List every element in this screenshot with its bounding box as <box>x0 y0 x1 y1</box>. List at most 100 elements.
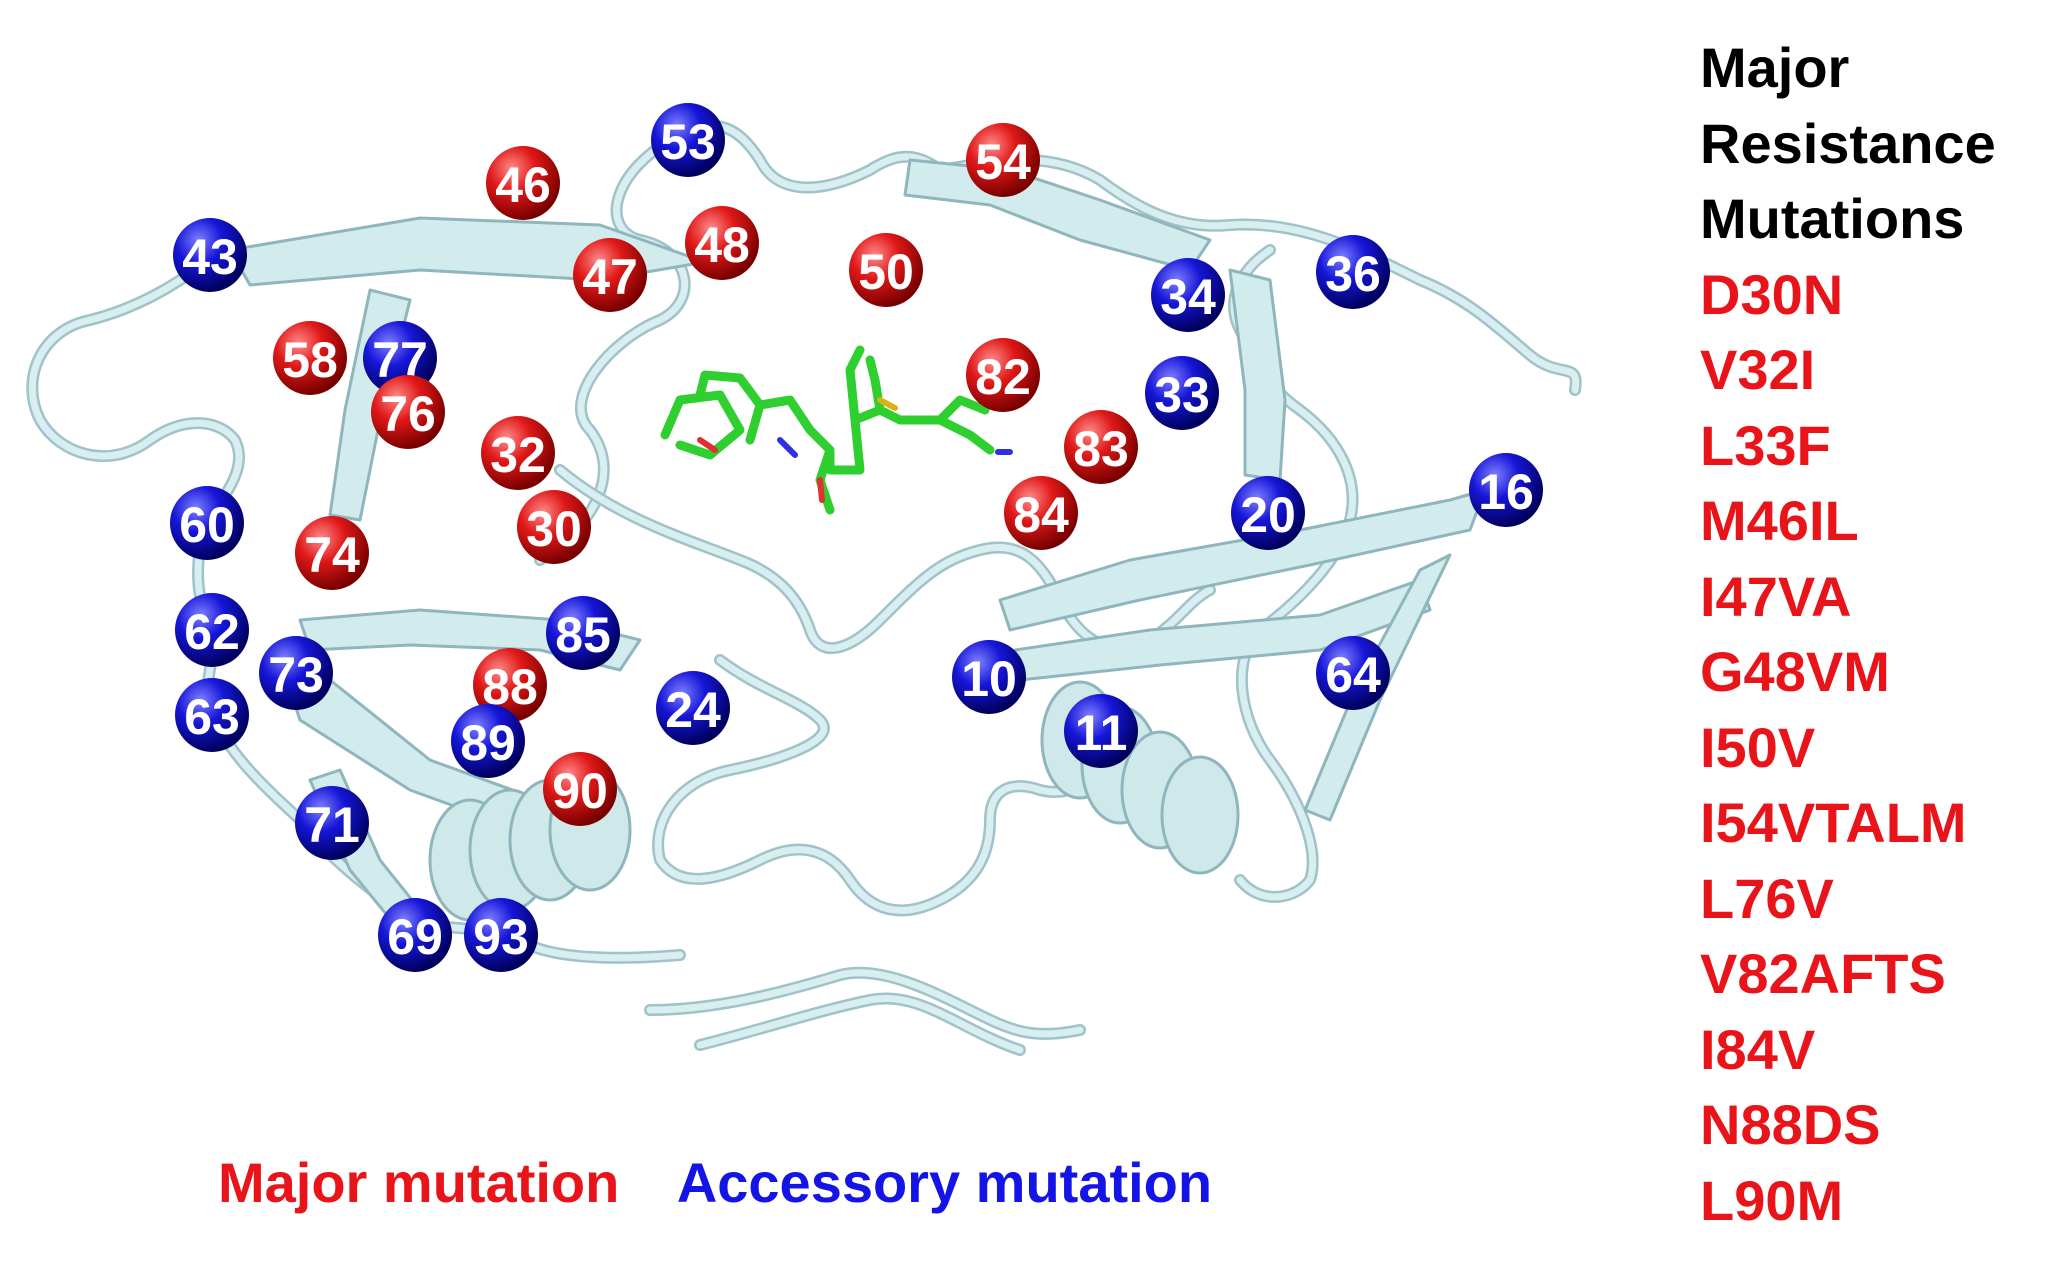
residue-sphere <box>363 321 437 395</box>
residue-number-label: 69 <box>387 909 443 965</box>
residue-number-label: 46 <box>495 157 551 213</box>
mutation-item: I47VA <box>1700 564 1852 628</box>
residue-43-accessory-marker: 43 <box>173 218 247 292</box>
residue-number-label: 85 <box>555 607 611 663</box>
residue-number-label: 63 <box>184 689 240 745</box>
residue-sphere <box>259 636 333 710</box>
residue-sphere <box>273 321 347 395</box>
residue-sphere <box>173 218 247 292</box>
residue-sphere <box>295 516 369 590</box>
residue-number-label: 74 <box>304 527 360 583</box>
residue-number-label: 64 <box>1325 647 1381 703</box>
residue-number-label: 89 <box>460 715 516 771</box>
mutation-item: G48VM <box>1700 640 1890 703</box>
residue-sphere <box>952 640 1026 714</box>
residue-46-major-marker: 46 <box>486 146 560 220</box>
residue-sphere <box>1151 258 1225 332</box>
residue-sphere <box>543 752 617 826</box>
residue-sphere <box>849 233 923 307</box>
residue-sphere <box>1469 453 1543 527</box>
mutation-item: I84V <box>1700 1017 1816 1081</box>
residue-sphere <box>295 786 369 860</box>
residue-16-accessory-marker: 16 <box>1469 453 1543 527</box>
residue-73-accessory-marker: 73 <box>259 636 333 710</box>
residue-number-label: 30 <box>526 501 582 557</box>
residue-sphere <box>1004 476 1078 550</box>
residue-sphere <box>685 206 759 280</box>
residue-54-major-marker: 54 <box>966 123 1040 197</box>
mutation-item: I50V <box>1700 715 1816 779</box>
residue-sphere <box>486 146 560 220</box>
residue-number-label: 54 <box>975 134 1031 190</box>
residue-89-accessory-marker: 89 <box>451 704 525 778</box>
residue-84-major-marker: 84 <box>1004 476 1078 550</box>
loop-center-flaps <box>554 464 1216 654</box>
mutation-item: V82AFTS <box>1700 942 1946 1005</box>
residue-88-major-marker: 88 <box>473 648 547 722</box>
residue-sphere <box>175 678 249 752</box>
mutation-item: L33F <box>1700 413 1831 477</box>
residue-number-label: 16 <box>1478 464 1534 520</box>
inhibitor-ligand <box>660 345 1013 515</box>
residue-85-accessory-marker: 85 <box>546 596 620 670</box>
residue-sphere <box>966 338 1040 412</box>
residue-64-accessory-marker: 64 <box>1316 636 1390 710</box>
residue-60-accessory-marker: 60 <box>170 486 244 560</box>
residue-sphere <box>175 593 249 667</box>
residue-32-major-marker: 32 <box>481 416 555 490</box>
residue-sphere <box>546 596 620 670</box>
residue-sphere <box>481 416 555 490</box>
color-key-legend: Major mutation Accessory mutation <box>218 1150 1256 1215</box>
mutation-item: I54VTALM <box>1700 791 1967 854</box>
residue-sphere <box>517 490 591 564</box>
residue-number-label: 62 <box>184 604 240 660</box>
residue-sphere <box>573 238 647 312</box>
residue-53-accessory-marker: 53 <box>651 103 725 177</box>
residue-number-label: 10 <box>961 651 1017 707</box>
residue-number-label: 50 <box>858 244 914 300</box>
residue-number-label: 34 <box>1160 269 1216 325</box>
residue-number-label: 36 <box>1325 246 1381 302</box>
mutation-item: V32I <box>1700 338 1816 401</box>
residue-36-accessory-marker: 36 <box>1316 235 1390 309</box>
residue-number-label: 90 <box>552 763 608 819</box>
residue-20-accessory-marker: 20 <box>1231 476 1305 550</box>
major-resistance-mutations-list: Major Resistance Mutations D30N V32I L33… <box>1700 30 2040 1238</box>
residue-sphere <box>464 898 538 972</box>
residue-number-label: 47 <box>582 249 638 305</box>
residue-number-label: 20 <box>1240 487 1296 543</box>
residue-sphere <box>1064 694 1138 768</box>
residue-number-label: 48 <box>694 217 750 273</box>
residue-33-accessory-marker: 33 <box>1145 356 1219 430</box>
residue-number-label: 24 <box>665 682 721 738</box>
residue-number-label: 76 <box>380 386 436 442</box>
residue-number-label: 53 <box>660 114 716 170</box>
residue-sphere <box>656 671 730 745</box>
residue-62-accessory-marker: 62 <box>175 593 249 667</box>
residue-82-major-marker: 82 <box>966 338 1040 412</box>
residue-sphere <box>378 898 452 972</box>
mutation-item: M46IL <box>1700 489 1859 552</box>
residue-number-label: 32 <box>490 427 546 483</box>
residue-34-accessory-marker: 34 <box>1151 258 1225 332</box>
mutation-item: L90M <box>1700 1168 1844 1232</box>
residue-number-label: 43 <box>182 229 238 285</box>
legend-heading-line-2: Resistance <box>1700 111 1996 175</box>
residue-48-major-marker: 48 <box>685 206 759 280</box>
mutation-item: L76V <box>1700 866 1834 930</box>
residue-74-major-marker: 74 <box>295 516 369 590</box>
residue-71-accessory-marker: 71 <box>295 786 369 860</box>
beta-strand-right-vertical <box>1228 268 1287 482</box>
residue-number-label: 71 <box>304 797 360 853</box>
residue-76-major-marker: 76 <box>371 375 445 449</box>
residue-sphere <box>1316 636 1390 710</box>
residue-number-label: 93 <box>473 909 529 965</box>
residue-number-label: 58 <box>282 332 338 388</box>
residue-10-accessory-marker: 10 <box>952 640 1026 714</box>
residue-90-major-marker: 90 <box>543 752 617 826</box>
residue-30-major-marker: 30 <box>517 490 591 564</box>
residue-47-major-marker: 47 <box>573 238 647 312</box>
mutation-item: D30N <box>1700 262 1844 326</box>
